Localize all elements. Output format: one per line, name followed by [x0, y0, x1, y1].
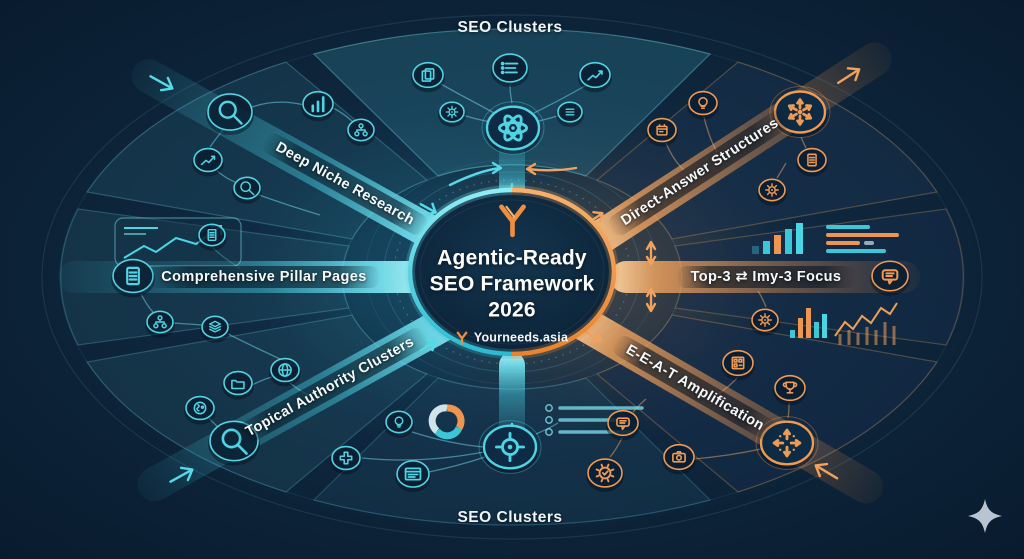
yourneeds-brand-icon	[456, 331, 468, 345]
bulb-answer-icon	[687, 90, 719, 120]
plus-clusters-icon	[330, 445, 362, 475]
chat-top3-icon	[870, 260, 910, 296]
gear-seo-icon	[438, 101, 466, 127]
menu-seo-icon	[556, 101, 584, 127]
hub-title-line1: Agentic-Ready	[437, 246, 587, 270]
spoke-label-pillar-pages: Comprehensive Pillar Pages	[147, 266, 381, 288]
spoke-label-top3-focus: Top-3 ⇄ Imy-3 Focus	[676, 266, 856, 288]
zoom-search-niche-icon	[232, 176, 262, 204]
trophy-eeat-icon	[773, 374, 807, 406]
chart-seo-icon	[578, 61, 612, 93]
chat-eeat-icon	[606, 409, 640, 441]
target-cluster-hub-icon	[478, 420, 542, 474]
list-right-top	[826, 225, 899, 253]
doc-answer-icon	[796, 147, 828, 177]
central-hub	[405, 185, 619, 359]
globe-topical-icon	[269, 357, 301, 387]
sparkle-logo	[968, 499, 1002, 533]
atom-cluster-hub-icon	[481, 101, 545, 155]
hub-brand-text: Yourneeds.asia	[473, 330, 569, 345]
pie-chart-clusters	[428, 404, 465, 440]
band-bottom-stub	[499, 352, 525, 448]
sector-bottom-left	[85, 314, 429, 493]
icons-layer	[111, 53, 910, 493]
badge-eeat-icon	[586, 458, 624, 492]
brain-topical-icon	[184, 395, 216, 425]
list-seo-icon	[491, 53, 529, 87]
calendar-answer-icon	[646, 117, 678, 147]
search-niche-icon	[206, 93, 254, 136]
doc-pillar-small-icon	[197, 223, 227, 251]
bar-chart-right-bottom	[790, 308, 827, 338]
doc-pillar-large-icon	[111, 258, 155, 298]
folder-topical-icon	[222, 370, 254, 400]
sitemap-pillar-icon	[145, 310, 175, 338]
hub-brand-row: Yourneeds.asia	[405, 331, 620, 345]
trend-niche-icon	[192, 147, 224, 177]
bulb-clusters-icon	[384, 410, 414, 438]
hub-title-line3: 2026	[488, 298, 536, 322]
bar-chart-niche-icon	[301, 90, 335, 122]
area-chart-right	[834, 302, 898, 345]
checklist-clusters	[545, 404, 644, 436]
top-cluster-label: SEO Clusters	[457, 19, 563, 36]
qr-eeat-icon	[721, 349, 755, 381]
connector-curves-orange	[609, 116, 807, 460]
copy-seo-icon	[411, 61, 445, 93]
bottom-cluster-label: SEO Clusters	[457, 509, 563, 526]
gear-answer-icon	[757, 178, 787, 206]
org-chart-niche-icon	[346, 118, 376, 146]
camera-eeat-icon	[662, 443, 696, 475]
bar-chart-right-top	[752, 223, 803, 254]
hub-content: Agentic-Ready SEO Framework 2026 Yournee…	[405, 203, 620, 345]
gear-top3-icon	[750, 308, 780, 336]
layers-pillar-icon	[200, 315, 230, 343]
browser-clusters-icon	[395, 460, 431, 493]
yourneeds-logo-icon	[498, 204, 526, 238]
hub-title-line2: SEO Framework	[429, 272, 595, 296]
expand-eeat-hub-icon	[755, 416, 819, 470]
